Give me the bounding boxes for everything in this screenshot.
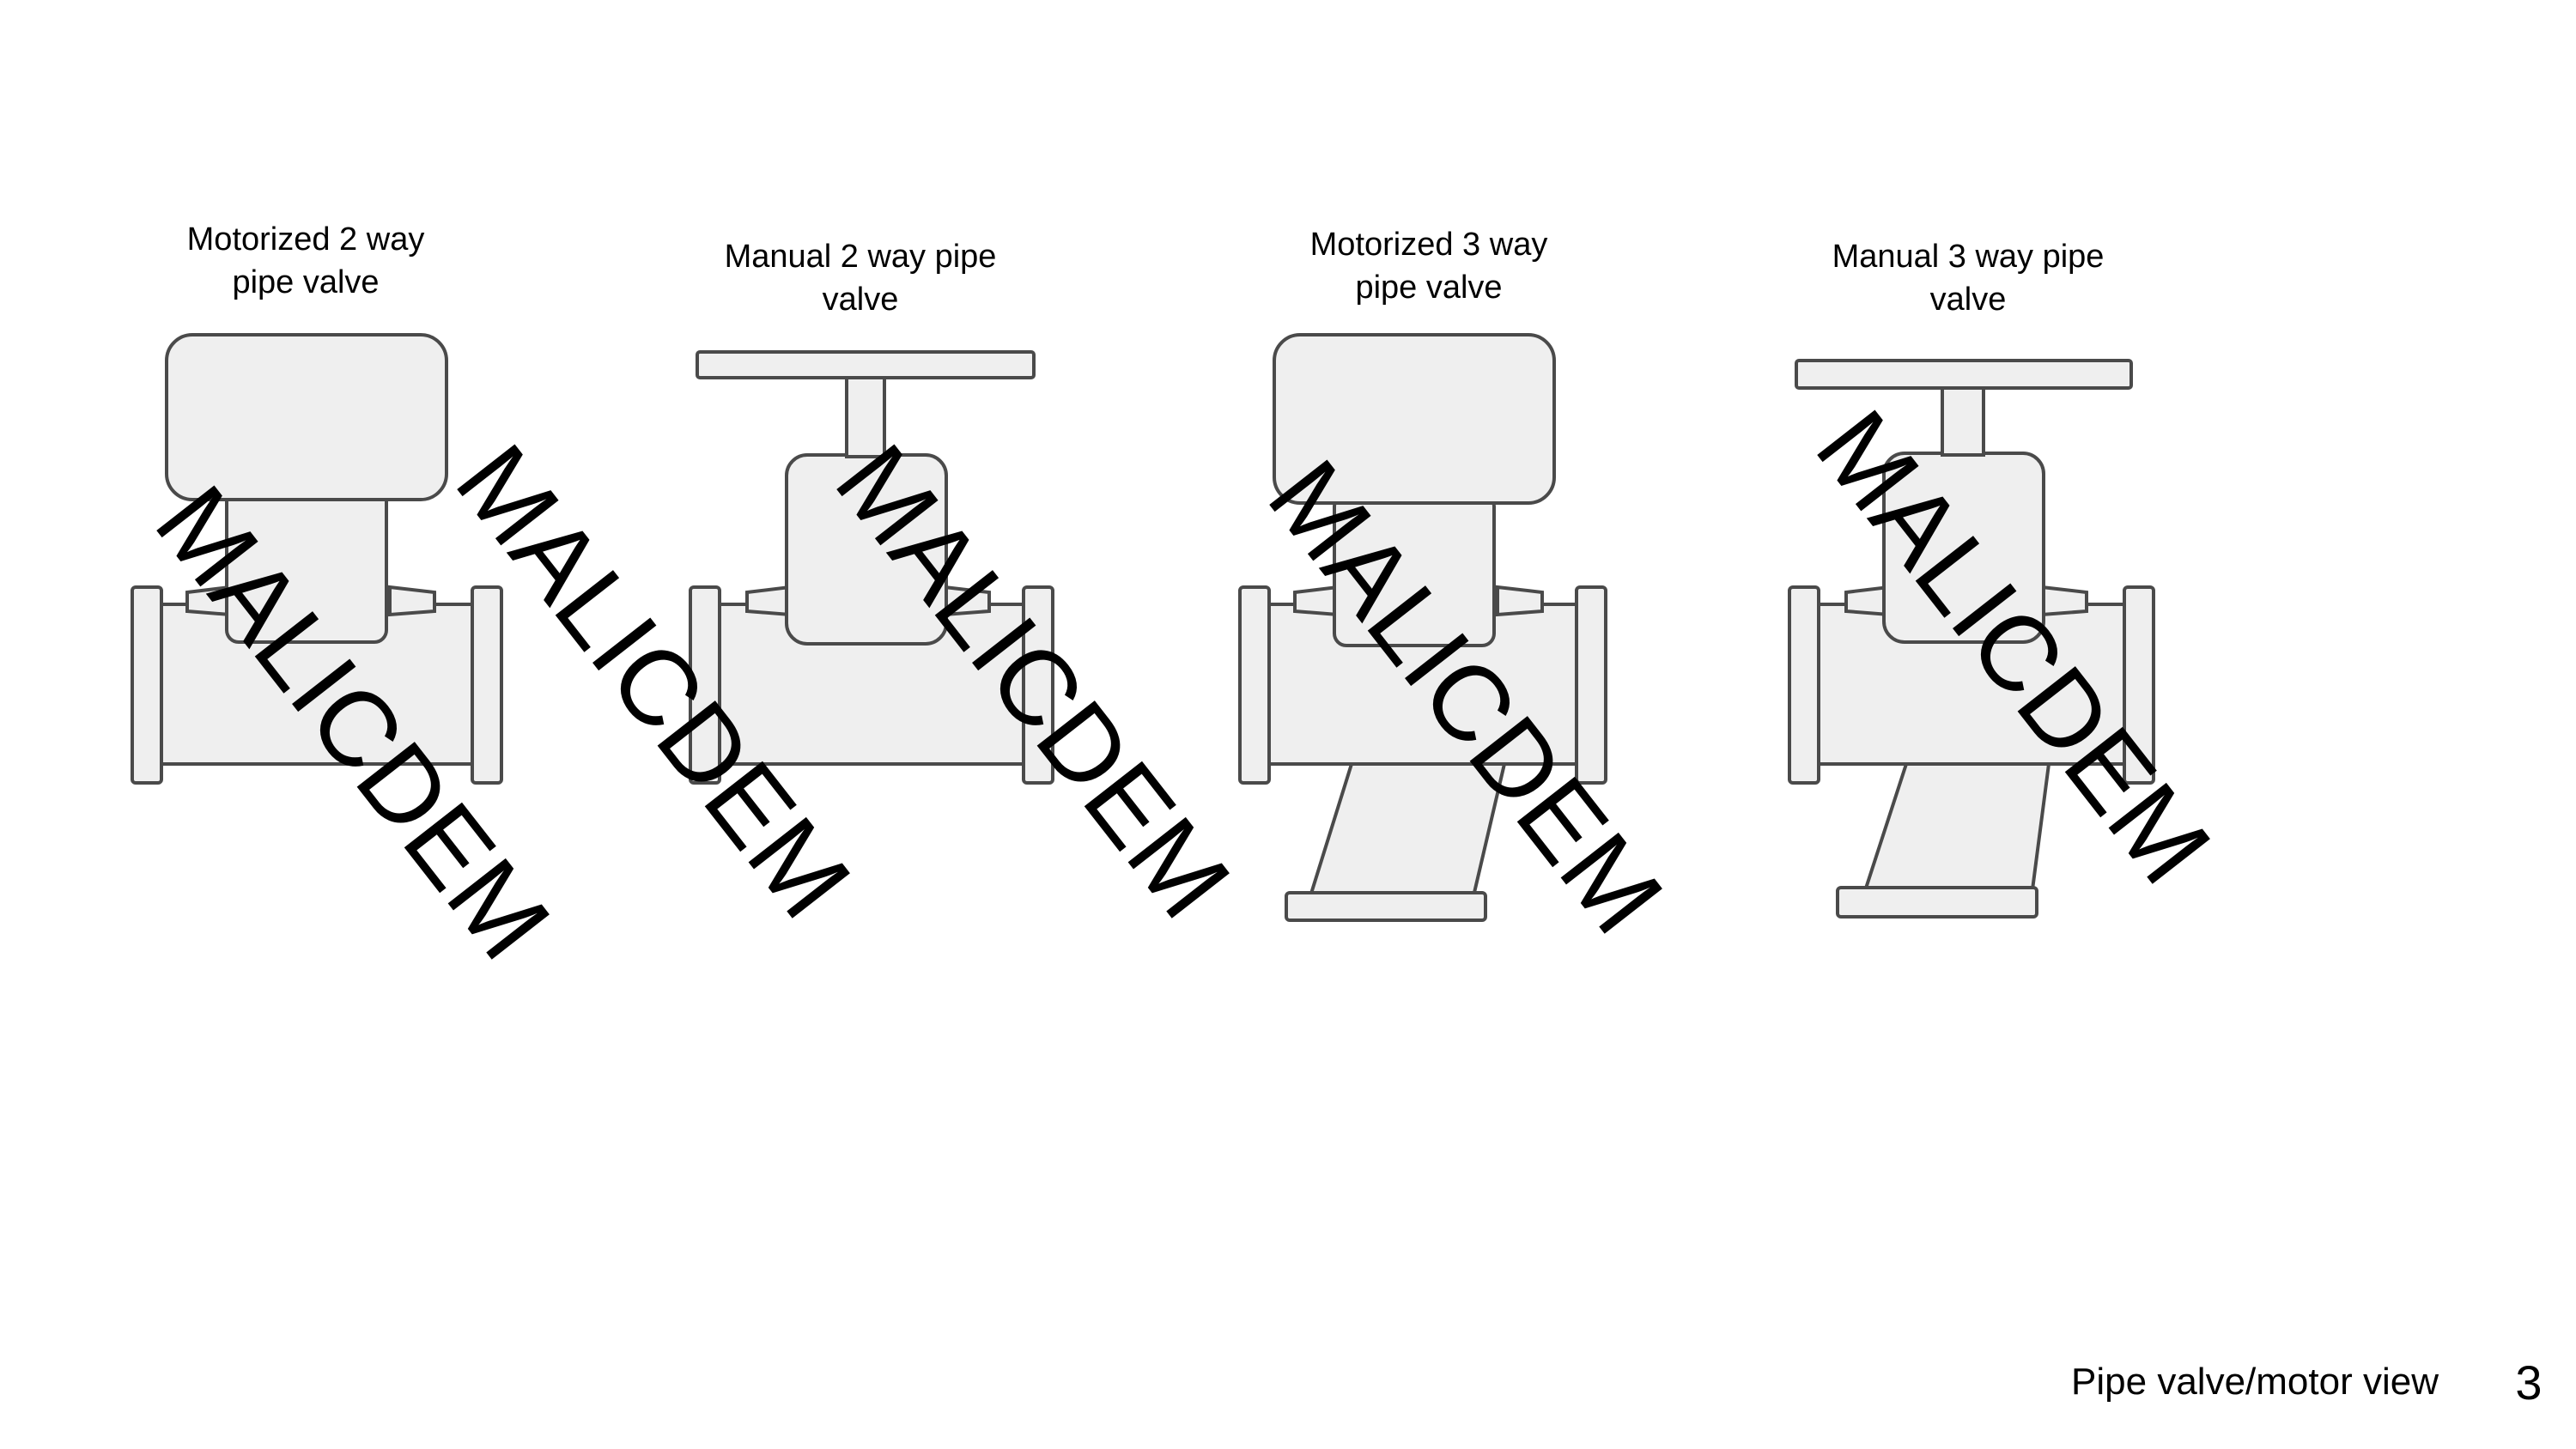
valve-motorized-2-way — [131, 333, 503, 785]
flange-left — [689, 585, 721, 785]
valve-motorized-3-way — [1238, 333, 1607, 922]
label-line-1: Manual 3 way pipe — [1832, 239, 2105, 275]
valve-label-motorized-3-way: Motorized 3 way pipe valve — [1231, 223, 1626, 309]
flange-left — [131, 585, 163, 785]
valve-label-manual-3-way: Manual 3 way pipe valve — [1771, 235, 2166, 321]
valve-nut-right — [1496, 585, 1544, 617]
page-number: 3 — [2515, 1355, 2543, 1410]
valve-nut-right — [388, 585, 436, 617]
actuator-motor — [1273, 333, 1556, 505]
flange-left — [1238, 585, 1271, 785]
actuator-motor — [165, 333, 448, 501]
label-line-1: Motorized 2 way — [186, 221, 425, 258]
valve-manual-2-way — [689, 350, 1054, 785]
handwheel — [696, 350, 1036, 379]
label-line-1: Motorized 3 way — [1309, 227, 1548, 263]
flange-right — [2123, 585, 2155, 785]
label-line-1: Manual 2 way pipe — [724, 239, 997, 275]
label-line-2: valve — [822, 282, 899, 318]
valve-label-manual-2-way: Manual 2 way pipe valve — [663, 235, 1058, 321]
valve-stem — [845, 376, 886, 458]
footer-caption: Pipe valve/motor view — [2071, 1361, 2439, 1403]
valve-label-motorized-2-way: Motorized 2 way pipe valve — [108, 218, 503, 304]
flange-bottom — [1285, 891, 1487, 922]
label-line-2: pipe valve — [1355, 270, 1503, 306]
valve-manual-3-way — [1788, 359, 2155, 919]
branch-outlet — [1861, 762, 2051, 898]
valve-nut-left — [745, 585, 792, 617]
flange-right — [471, 585, 503, 785]
flange-right — [1575, 585, 1607, 785]
handwheel — [1795, 359, 2133, 390]
flange-right — [1022, 585, 1054, 785]
label-line-2: valve — [1929, 282, 2007, 318]
label-line-2: pipe valve — [232, 264, 380, 300]
flange-left — [1788, 585, 1820, 785]
flange-bottom — [1836, 886, 2038, 919]
valve-stem — [1941, 386, 1985, 457]
